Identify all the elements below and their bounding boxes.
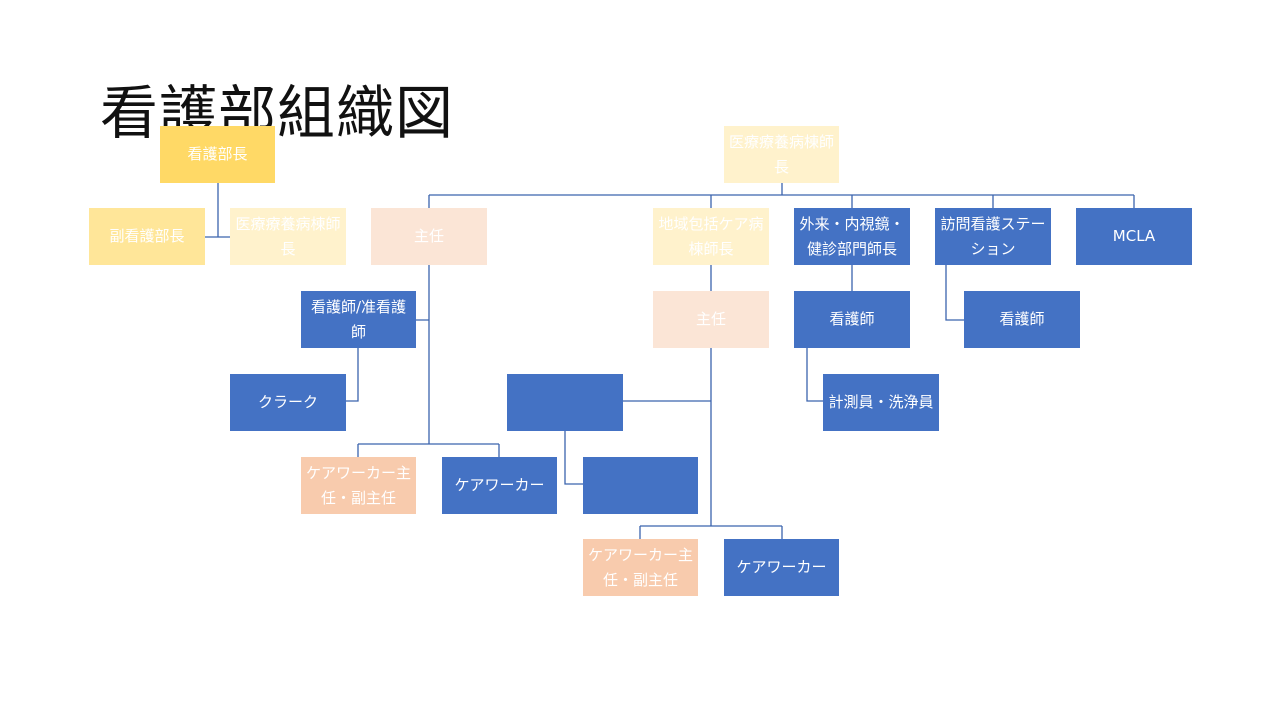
node-medical-ward-chief-2[interactable]: 医療療養病棟師長 (724, 126, 839, 183)
node-blank-2[interactable] (583, 457, 698, 514)
node-careworker-lead-2[interactable]: ケアワーカー主任・副主任 (583, 539, 698, 596)
node-shunin-1[interactable]: 主任 (371, 208, 487, 265)
node-clerk[interactable]: クラーク (230, 374, 346, 431)
connector (806, 265, 853, 402)
page-title: 看護部組織図 (100, 79, 455, 147)
connector (564, 431, 583, 485)
connector (205, 183, 230, 238)
node-medical-ward-chief-1[interactable]: 医療療養病棟師長 (230, 208, 346, 265)
node-vice-head-nurse[interactable]: 副看護部長 (89, 208, 205, 265)
node-careworker-2[interactable]: ケアワーカー (724, 539, 839, 596)
node-nurse-3[interactable]: 看護師 (964, 291, 1080, 348)
node-shunin-2[interactable]: 主任 (653, 291, 769, 348)
node-careworker-lead-1[interactable]: ケアワーカー主任・副主任 (301, 457, 416, 514)
connector (945, 265, 964, 321)
connector (346, 348, 359, 402)
node-nurse-1[interactable]: 看護師/准看護師 (301, 291, 416, 348)
node-outpatient-chief[interactable]: 外来・内視鏡・健診部門師長 (794, 208, 910, 265)
node-measurement-cleaning-staff[interactable]: 計測員・洗浄員 (823, 374, 939, 431)
node-home-nursing-station[interactable]: 訪問看護ステーション (935, 208, 1051, 265)
node-mcla[interactable]: MCLA (1076, 208, 1192, 265)
node-community-care-chief[interactable]: 地域包括ケア病棟師長 (653, 208, 769, 265)
connector (428, 183, 1135, 208)
node-careworker-1[interactable]: ケアワーカー (442, 457, 557, 514)
connector (623, 265, 783, 539)
node-blank-1[interactable] (507, 374, 623, 431)
connector (357, 265, 500, 457)
node-head-nurse[interactable]: 看護部長 (160, 126, 275, 183)
node-nurse-2[interactable]: 看護師 (794, 291, 910, 348)
